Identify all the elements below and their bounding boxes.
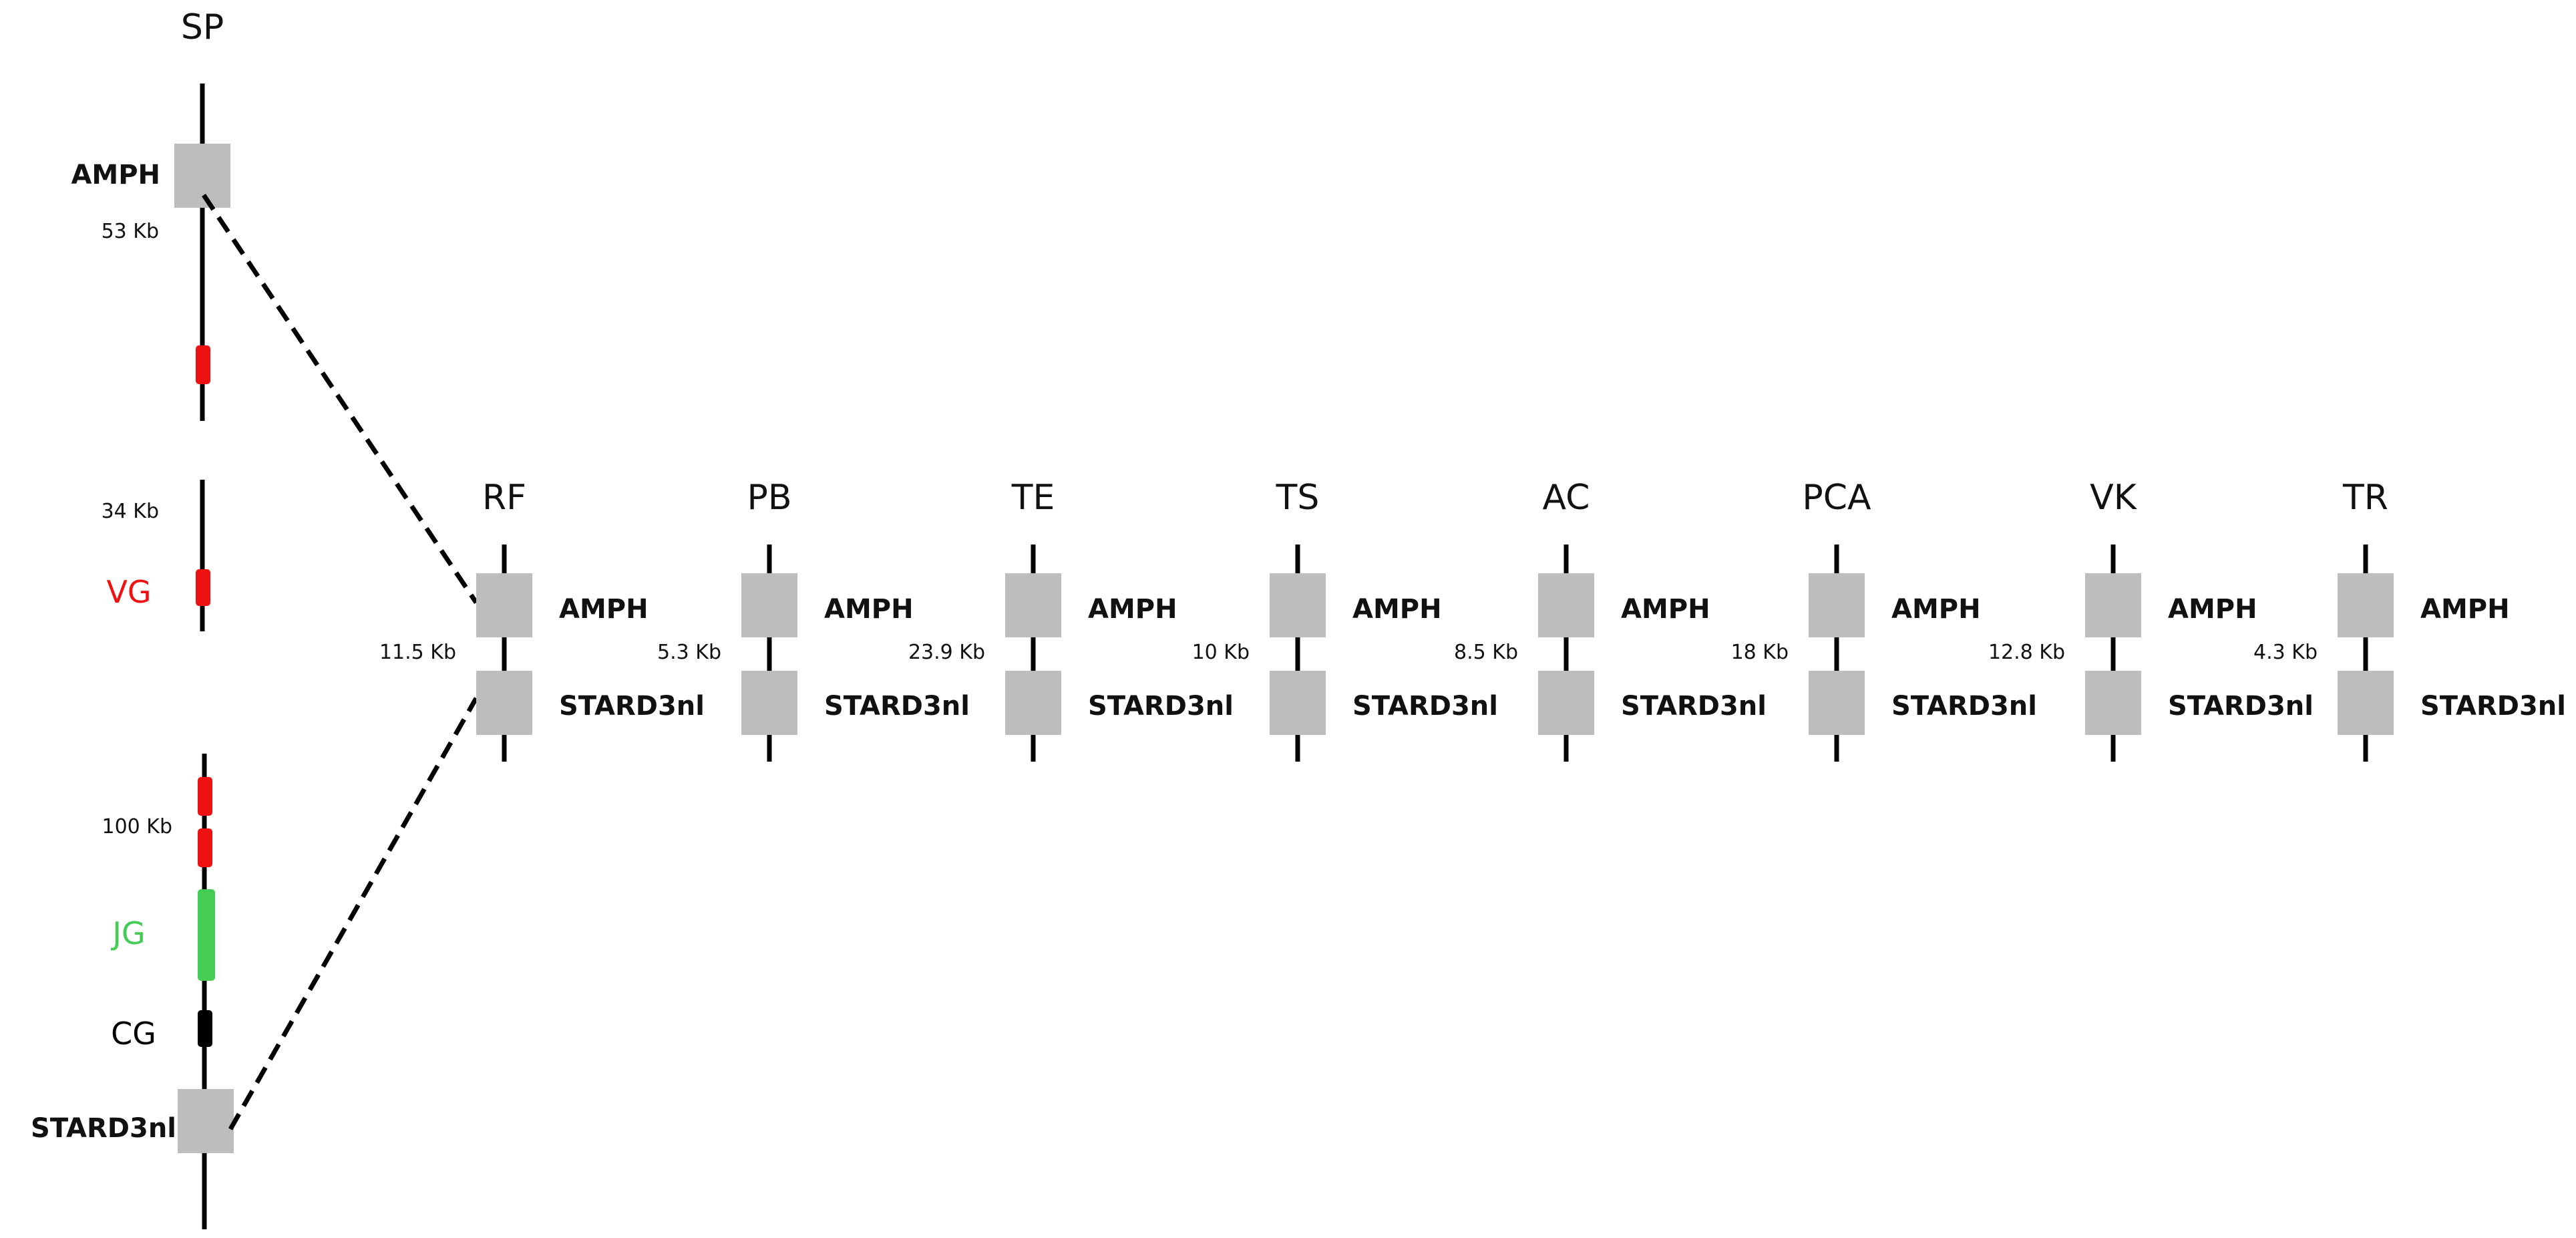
- intergenic-distance: 23.9 Kb: [908, 641, 985, 664]
- species-name: PB: [747, 478, 791, 518]
- green-gene-marker: [198, 889, 215, 981]
- amph-label: AMPH: [2420, 594, 2510, 625]
- stard3nl-gene-box: [1005, 671, 1061, 735]
- stard3nl-gene-box: [1809, 671, 1865, 735]
- left-amph-label: AMPH: [71, 160, 160, 190]
- amph-gene-box: [1538, 573, 1594, 637]
- left-amph-box: [174, 144, 230, 208]
- intergenic-distance: 5.3 Kb: [657, 641, 721, 664]
- amph-gene-box: [2085, 573, 2141, 637]
- amph-label: AMPH: [1088, 594, 1177, 625]
- red-gene-marker-2: [196, 569, 210, 606]
- amph-label: AMPH: [1352, 594, 1442, 625]
- species-name: AC: [1543, 478, 1590, 518]
- species-name: RF: [482, 478, 526, 518]
- amph-gene-box: [1270, 573, 1326, 637]
- amph-gene-box: [1005, 573, 1061, 637]
- red-gene-marker-3: [198, 777, 212, 816]
- stard3nl-gene-box: [1270, 671, 1326, 735]
- red-gene-marker-1: [196, 345, 210, 384]
- category-label-vg: VG: [106, 574, 151, 610]
- stard3nl-connector-line: [228, 697, 479, 1130]
- species-column-ts: TS AMPH STARD3nl 10 Kb: [1192, 478, 1498, 762]
- amph-label: AMPH: [1621, 594, 1710, 625]
- stard3nl-gene-box: [2338, 671, 2394, 735]
- left-stard3nl-label: STARD3nl: [31, 1113, 176, 1144]
- amph-gene-box: [476, 573, 532, 637]
- amph-gene-box: [1809, 573, 1865, 637]
- intergenic-distance: 11.5 Kb: [379, 641, 456, 664]
- species-column-tr: TR AMPH STARD3nl 4.3 Kb: [2253, 478, 2566, 762]
- species-column-rf: RF AMPH STARD3nl 11.5 Kb: [379, 478, 705, 762]
- stard3nl-label: STARD3nl: [2420, 691, 2566, 722]
- left-species-track: SP AMPH 53 Kb 34 Kb VG 100 Kb JG CG STAR…: [31, 7, 234, 1229]
- intergenic-distance: 18 Kb: [1731, 641, 1789, 664]
- intergenic-distance: 12.8 Kb: [1988, 641, 2065, 664]
- stard3nl-gene-box: [1538, 671, 1594, 735]
- amph-label: AMPH: [824, 594, 914, 625]
- intergenic-distance: 8.5 Kb: [1454, 641, 1518, 664]
- intergenic-distance: 10 Kb: [1192, 641, 1250, 664]
- amph-label: AMPH: [2168, 594, 2257, 625]
- left-distance-2: 34 Kb: [102, 500, 159, 523]
- species-column-pb: PB AMPH STARD3nl 5.3 Kb: [657, 478, 970, 762]
- amph-gene-box: [741, 573, 797, 637]
- species-name: TR: [2342, 478, 2388, 518]
- amph-gene-box: [2338, 573, 2394, 637]
- amph-connector-line: [202, 194, 478, 604]
- stard3nl-label: STARD3nl: [1891, 691, 2037, 722]
- stard3nl-label: STARD3nl: [1088, 691, 1234, 722]
- species-name: TE: [1011, 478, 1055, 518]
- species-column-te: TE AMPH STARD3nl 23.9 Kb: [908, 478, 1234, 762]
- species-column-pca: PCA AMPH STARD3nl 18 Kb: [1731, 478, 2037, 762]
- species-name: VK: [2090, 478, 2138, 518]
- species-name: PCA: [1802, 478, 1871, 518]
- black-gene-marker: [198, 1010, 212, 1047]
- left-distance-3: 100 Kb: [102, 815, 172, 838]
- species-columns: RF AMPH STARD3nl 11.5 Kb PB AMPH STARD3nl 5.3 K…: [379, 478, 2566, 762]
- left-stard3nl-box: [178, 1089, 234, 1153]
- intergenic-distance: 4.3 Kb: [2253, 641, 2318, 664]
- category-label-jg: JG: [110, 915, 145, 951]
- left-species-name: SP: [181, 7, 224, 47]
- species-column-ac: AC AMPH STARD3nl 8.5 Kb: [1454, 478, 1767, 762]
- left-distance-1: 53 Kb: [102, 220, 159, 243]
- stard3nl-gene-box: [476, 671, 532, 735]
- stard3nl-label: STARD3nl: [2168, 691, 2314, 722]
- red-gene-marker-4: [198, 828, 212, 867]
- species-column-vk: VK AMPH STARD3nl 12.8 Kb: [1988, 478, 2314, 762]
- stard3nl-gene-box: [2085, 671, 2141, 735]
- stard3nl-gene-box: [741, 671, 797, 735]
- category-label-cg: CG: [111, 1016, 156, 1052]
- stard3nl-label: STARD3nl: [1621, 691, 1767, 722]
- stard3nl-label: STARD3nl: [1352, 691, 1498, 722]
- amph-label: AMPH: [559, 594, 649, 625]
- amph-label: AMPH: [1891, 594, 1981, 625]
- stard3nl-label: STARD3nl: [559, 691, 705, 722]
- species-name: TS: [1276, 478, 1320, 518]
- stard3nl-label: STARD3nl: [824, 691, 970, 722]
